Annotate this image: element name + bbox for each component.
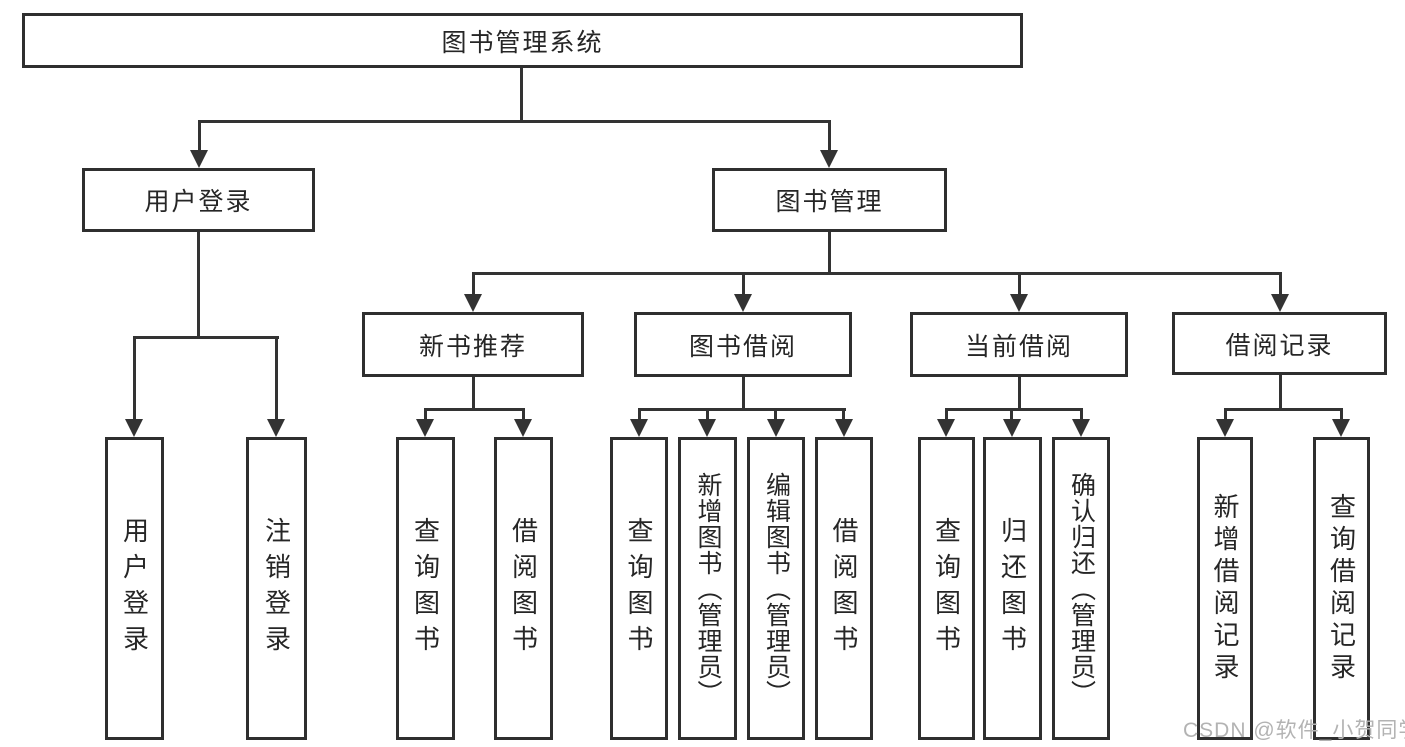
leaf-newbook-borrow-books-label: 借阅图书	[508, 516, 539, 661]
arrowhead-down-icon	[630, 419, 648, 437]
leaf-borrow-query-books-label: 查询图书	[624, 516, 654, 661]
connector-line	[842, 408, 845, 421]
leaf-current-return-books-label: 归还图书	[997, 516, 1028, 661]
connector-line	[472, 272, 1282, 275]
connector-line	[742, 272, 745, 296]
leaf-current-return-books: 归还图书	[983, 437, 1042, 740]
leaf-current-confirm-return-admin: 确认归还（管理员）	[1052, 437, 1110, 740]
leaf-record-add-record-label: 新增借阅记录	[1210, 492, 1240, 685]
arrowhead-down-icon	[190, 150, 208, 168]
arrowhead-down-icon	[835, 419, 853, 437]
arrowhead-down-icon	[1332, 419, 1350, 437]
arrowhead-down-icon	[767, 419, 785, 437]
node-book-management: 图书管理	[712, 168, 947, 232]
connector-line	[520, 68, 523, 121]
connector-line	[1279, 375, 1282, 410]
leaf-newbook-borrow-books: 借阅图书	[494, 437, 553, 740]
connector-line	[638, 408, 641, 421]
leaf-record-query-record: 查询借阅记录	[1313, 437, 1370, 740]
leaf-logout-label: 注销登录	[261, 516, 292, 661]
leaf-record-query-record-label: 查询借阅记录	[1326, 492, 1357, 685]
connector-line	[638, 408, 846, 411]
arrowhead-down-icon	[1003, 419, 1021, 437]
arrowhead-down-icon	[1010, 294, 1028, 312]
leaf-borrow-borrow-books: 借阅图书	[815, 437, 873, 740]
arrowhead-down-icon	[1072, 419, 1090, 437]
leaf-current-query-books-label: 查询图书	[931, 516, 962, 661]
connector-line	[945, 408, 1083, 411]
node-user-login: 用户登录	[82, 168, 315, 232]
leaf-current-confirm-return-admin-label: 确认归还（管理员）	[1067, 471, 1096, 706]
leaf-current-query-books: 查询图书	[918, 437, 975, 740]
leaf-borrow-query-books: 查询图书	[610, 437, 668, 740]
arrowhead-down-icon	[1271, 294, 1289, 312]
connector-line	[945, 408, 948, 421]
leaf-user-login: 用户登录	[105, 437, 164, 740]
connector-line	[1224, 408, 1343, 411]
arrowhead-down-icon	[734, 294, 752, 312]
connector-line	[1224, 408, 1227, 421]
connector-line	[472, 272, 475, 296]
leaf-newbook-query-books: 查询图书	[396, 437, 455, 740]
leaf-borrow-edit-books-admin: 编辑图书（管理员）	[747, 437, 805, 740]
leaf-record-add-record: 新增借阅记录	[1197, 437, 1253, 740]
connector-line	[774, 408, 777, 421]
connector-line	[1080, 408, 1083, 421]
leaf-user-login-label: 用户登录	[119, 516, 150, 661]
connector-line	[133, 336, 136, 420]
connector-line	[1279, 272, 1282, 296]
node-root-label: 图书管理系统	[441, 28, 604, 57]
arrowhead-down-icon	[125, 419, 143, 437]
node-book-borrow-label: 图书借阅	[688, 332, 797, 361]
arrowhead-down-icon	[514, 419, 532, 437]
connector-line	[424, 408, 427, 421]
connector-line	[1010, 408, 1013, 421]
leaf-borrow-add-books-admin-label: 新增图书（管理员）	[694, 471, 722, 706]
arrowhead-down-icon	[416, 419, 434, 437]
connector-line	[828, 120, 831, 152]
node-current-borrow: 当前借阅	[910, 312, 1128, 377]
arrowhead-down-icon	[464, 294, 482, 312]
node-current-borrow-label: 当前借阅	[964, 332, 1073, 361]
leaf-borrow-borrow-books-label: 借阅图书	[829, 516, 859, 661]
connector-line	[828, 232, 831, 274]
arrowhead-down-icon	[937, 419, 955, 437]
connector-line	[522, 408, 525, 421]
connector-line	[197, 232, 200, 338]
leaf-borrow-edit-books-admin-label: 编辑图书（管理员）	[762, 471, 791, 706]
node-new-book-recommend: 新书推荐	[362, 312, 584, 377]
connector-line	[424, 408, 525, 411]
connector-line	[1340, 408, 1343, 421]
arrowhead-down-icon	[698, 419, 716, 437]
node-user-login-label: 用户登录	[144, 188, 253, 216]
node-book-management-label: 图书管理	[775, 188, 884, 216]
connector-line	[198, 120, 201, 152]
arrowhead-down-icon	[1216, 419, 1234, 437]
node-borrow-record: 借阅记录	[1172, 312, 1387, 375]
connector-line	[472, 377, 475, 410]
node-root: 图书管理系统	[22, 13, 1023, 68]
arrowhead-down-icon	[820, 150, 838, 168]
connector-line	[1018, 272, 1021, 296]
connector-line	[133, 336, 279, 339]
watermark: CSDN @软件_小贺同学	[1183, 719, 1405, 742]
leaf-logout: 注销登录	[246, 437, 307, 740]
connector-line	[742, 377, 745, 410]
leaf-borrow-add-books-admin: 新增图书（管理员）	[678, 437, 737, 740]
arrowhead-down-icon	[267, 419, 285, 437]
connector-line	[198, 120, 831, 123]
connector-line	[706, 408, 709, 421]
connector-line	[275, 336, 278, 420]
connector-line	[1018, 377, 1021, 410]
leaf-newbook-query-books-label: 查询图书	[410, 516, 441, 661]
node-new-book-recommend-label: 新书推荐	[418, 332, 527, 361]
node-book-borrow: 图书借阅	[634, 312, 852, 377]
node-borrow-record-label: 借阅记录	[1225, 331, 1334, 360]
